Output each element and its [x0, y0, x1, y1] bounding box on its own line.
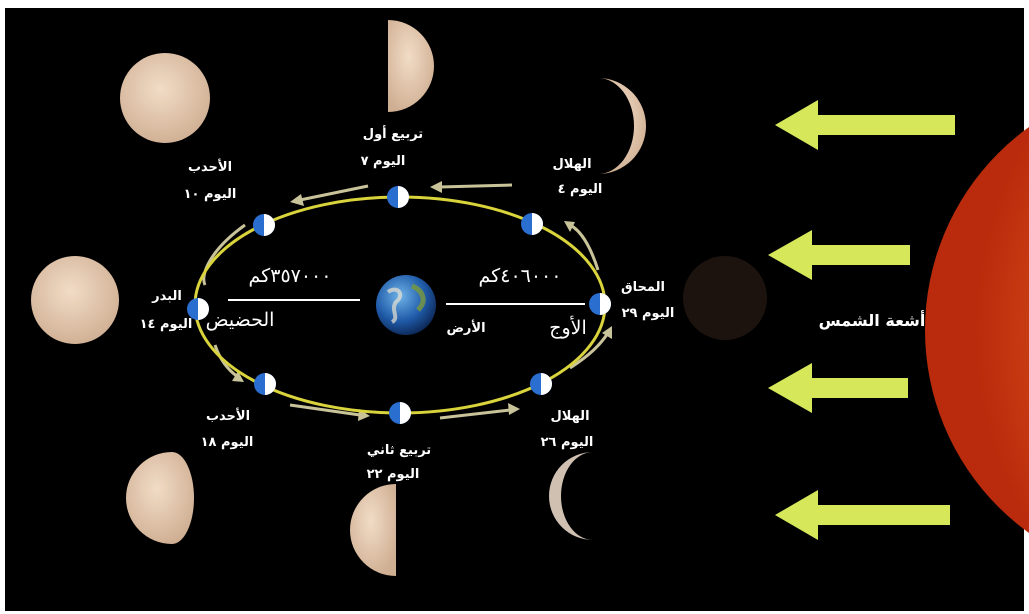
phase-name: تربيع أول [363, 125, 423, 142]
orbit-moon-day-4 [521, 213, 543, 235]
perigee-distance: ٣٥٧٠٠٠كم [249, 265, 332, 287]
phase-day: اليوم ٢٦ [541, 435, 594, 450]
orbit-moon-day-18 [254, 373, 276, 395]
phase-name: الأحدب [206, 407, 250, 424]
orbit-moon-day-29 [589, 293, 611, 315]
phase-day: اليوم ١٠ [184, 187, 237, 202]
phase-name: الأحدب [188, 158, 232, 175]
phase-day: اليوم ١٤ [140, 317, 193, 332]
perigee-label: الحضيض [206, 309, 275, 331]
sun-rays-label: أشعة الشمس [819, 310, 926, 330]
apogee-label: الأوج [549, 315, 587, 339]
phase-moon-full [31, 256, 119, 344]
phase-day: اليوم ٤ [558, 182, 603, 197]
earth-label: الأرض [446, 319, 485, 336]
phase-name: البدر [151, 289, 182, 304]
phase-name: الهلال [552, 157, 591, 172]
phase-name: تربيع ثاني [367, 443, 431, 458]
orbit-moon-day-26 [530, 373, 552, 395]
phase-name: الهلال [550, 409, 589, 424]
phase-day: اليوم ٢٩ [622, 306, 675, 321]
orbit-moon-day-22 [389, 402, 411, 424]
phase-name: المحاق [621, 280, 665, 295]
phase-moon-new [683, 256, 767, 340]
phase-day: اليوم ٧ [361, 154, 406, 169]
orbit-moon-day-10 [253, 214, 275, 236]
phase-moon-gibbous-waxing [120, 53, 210, 143]
earth [376, 275, 436, 335]
orbit-moon-day-7 [387, 186, 409, 208]
apogee-distance: ٤٠٦٠٠٠كم [479, 265, 562, 287]
phase-day: اليوم ١٨ [201, 435, 254, 450]
phase-day: اليوم ٢٢ [367, 467, 420, 482]
